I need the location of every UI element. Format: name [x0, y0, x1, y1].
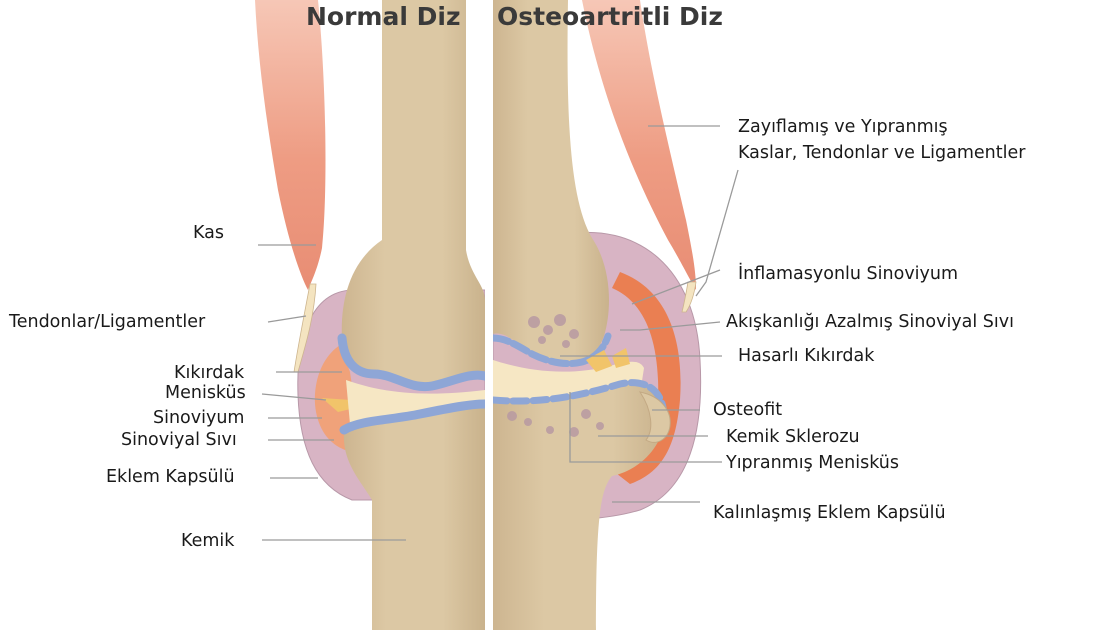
- osteoarthritic-knee: [493, 0, 701, 630]
- normal-knee: [255, 0, 485, 630]
- label-bone: Kemik: [181, 530, 234, 552]
- label-tendons: Tendonlar/Ligamentler: [9, 311, 205, 333]
- normal-knee-title: Normal Diz: [306, 2, 461, 31]
- normal-muscle: [255, 0, 325, 290]
- label-joint-capsule: Eklem Kapsülü: [106, 466, 235, 488]
- label-sclerosis: Kemik Sklerozu: [726, 426, 860, 448]
- label-inflamed-synovium: İnflamasyonlu Sinoviyum: [738, 263, 958, 285]
- label-weak-muscles-line2: Kaslar, Tendonlar ve Ligamentler: [738, 142, 1025, 164]
- label-synovium: Sinoviyum: [153, 407, 244, 429]
- label-worn-meniscus: Yıpranmış Menisküs: [726, 452, 899, 474]
- normal-femur: [342, 0, 485, 385]
- label-cartilage: Kıkırdak: [174, 362, 244, 384]
- label-meniscus: Menisküs: [165, 382, 246, 404]
- center-divider: [485, 40, 493, 630]
- normal-tibia: [344, 404, 485, 630]
- label-muscle: Kas: [193, 222, 224, 244]
- label-damaged-cartilage: Hasarlı Kıkırdak: [738, 345, 874, 367]
- label-synovial-fluid: Sinoviyal Sıvı: [121, 429, 237, 451]
- label-osteophyte: Osteofit: [713, 399, 782, 421]
- label-reduced-fluid: Akışkanlığı Azalmış Sinoviyal Sıvı: [726, 311, 1014, 333]
- osteoarthritic-knee-title: Osteoartritli Diz: [497, 2, 723, 31]
- oa-femur: [493, 0, 609, 363]
- label-thick-capsule: Kalınlaşmış Eklem Kapsülü: [713, 502, 946, 524]
- label-weak-muscles-line1: Zayıflamış ve Yıpranmış: [738, 116, 948, 138]
